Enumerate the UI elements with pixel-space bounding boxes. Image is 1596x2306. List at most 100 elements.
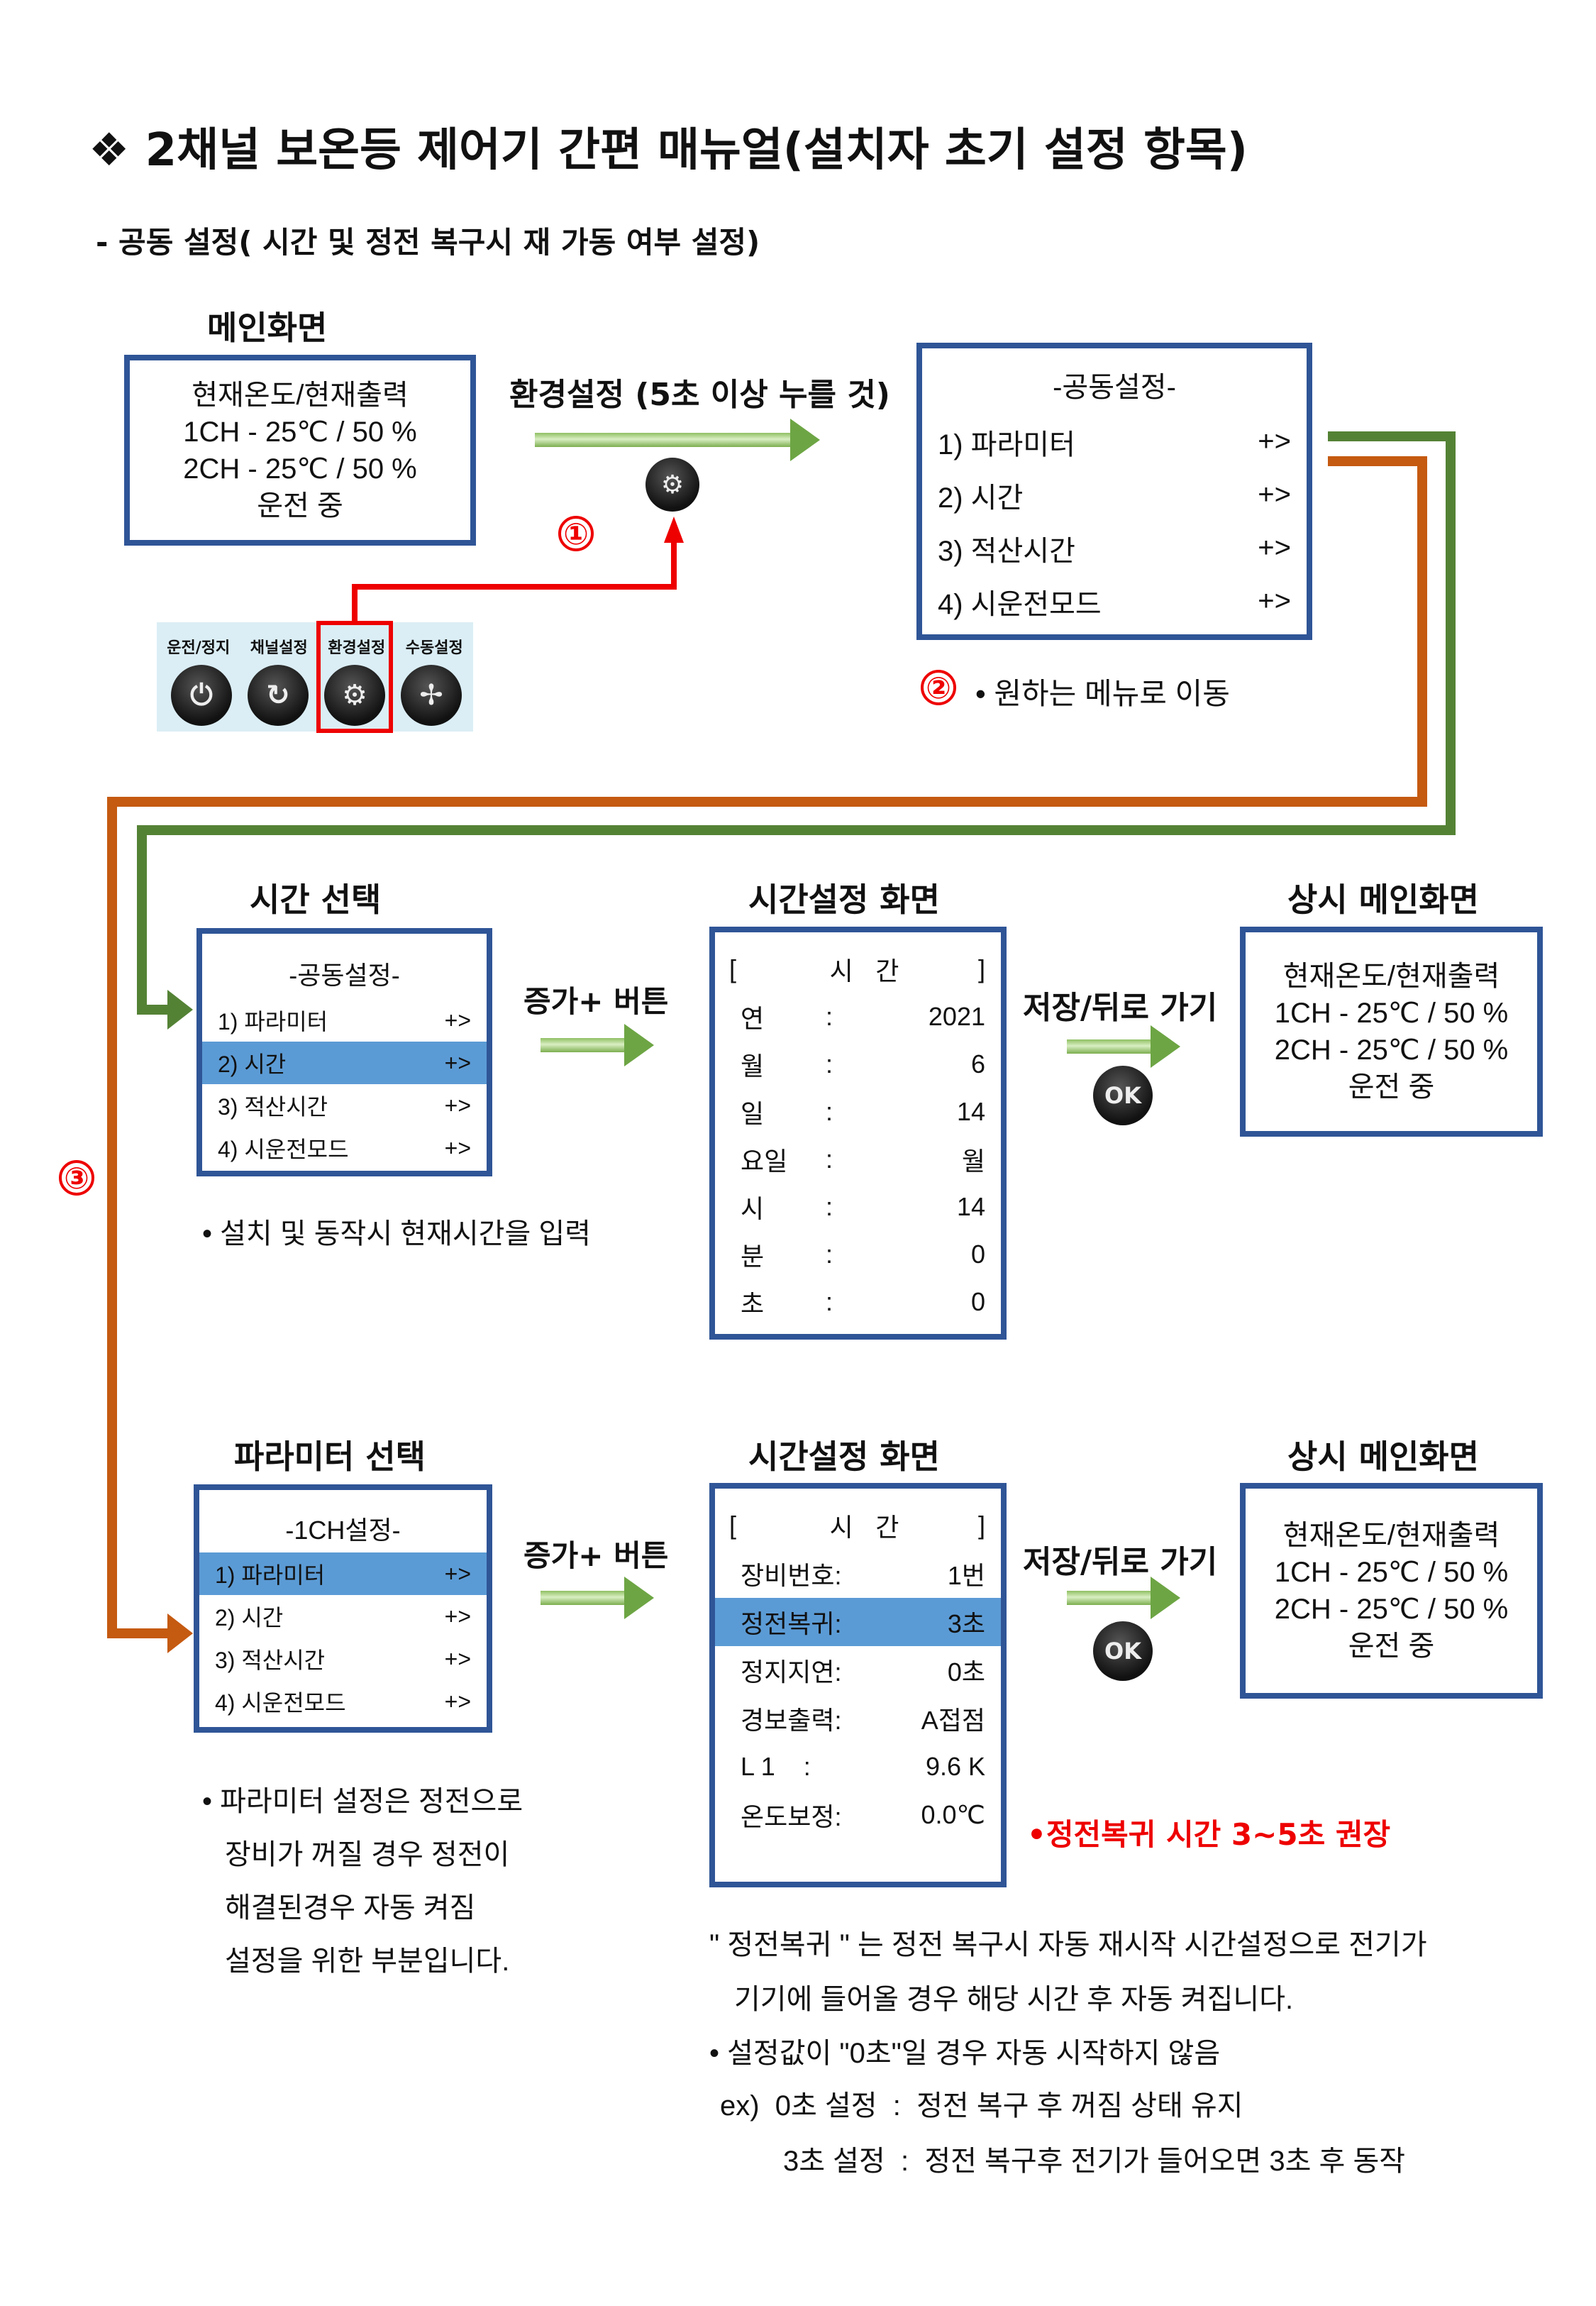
main-line: 운전 중 xyxy=(1348,1071,1435,1103)
always-main-heading-2: 상시 메인화면 xyxy=(1287,1438,1479,1476)
panel-label-run: 운전/정지 xyxy=(167,639,231,657)
row-key: 연 xyxy=(741,1003,765,1033)
gear-icon[interactable]: ⚙ xyxy=(324,665,385,726)
arrow-right-icon xyxy=(1067,1577,1180,1619)
header-char: 간 xyxy=(875,956,899,986)
menu-item[interactable]: 1) 파라미터 xyxy=(218,1009,328,1035)
menu-item-selected[interactable]: 1) 파라미터 xyxy=(215,1562,326,1588)
arrow-right-icon xyxy=(535,419,820,461)
row-value[interactable]: 0 xyxy=(970,1239,985,1269)
explain-line: " 정전복귀 " 는 정전 복구시 자동 재시작 시간설정으로 전기가 xyxy=(709,1929,1427,1960)
red-arrowhead xyxy=(664,517,684,543)
header-char: 시 xyxy=(829,1513,853,1542)
bracket: [ xyxy=(729,1511,737,1540)
time-screen-heading: 시간설정 화면 xyxy=(748,881,940,919)
menu-item[interactable]: 4) 시운전모드 xyxy=(215,1690,346,1716)
colon: : xyxy=(826,1286,833,1316)
header-char: 간 xyxy=(875,1513,899,1542)
param-note-line: • 파라미터 설정은 정전으로 xyxy=(202,1786,523,1817)
param-note-line: 설정을 위한 부분입니다. xyxy=(225,1946,510,1977)
save-back-label: 저장/뒤로 가기 xyxy=(1023,990,1218,1026)
increase-label: 증가+ 버튼 xyxy=(523,984,669,1019)
menu-item[interactable]: 1) 파라미터 xyxy=(938,429,1075,460)
menu-item[interactable]: 3) 적산시간 xyxy=(938,535,1075,567)
menu-item[interactable]: 4) 시운전모드 xyxy=(218,1137,349,1162)
menu-suffix: +> xyxy=(444,1560,471,1587)
fan-icon[interactable]: ✢ xyxy=(401,665,462,726)
colon: : xyxy=(826,1239,833,1269)
main-line: 현재온도/현재출력 xyxy=(1282,1520,1500,1551)
arrow-right-icon xyxy=(541,1024,654,1066)
explain-line: • 설정값이 "0초"일 경우 자동 시작하지 않음 xyxy=(709,2038,1221,2069)
green-connector xyxy=(137,431,1456,1015)
row-value[interactable]: 0초 xyxy=(947,1657,985,1687)
main-line: 1CH - 25℃ / 50 % xyxy=(183,416,417,448)
main-line: 운전 중 xyxy=(257,490,343,522)
main-line: 2CH - 25℃ / 50 % xyxy=(183,453,417,485)
colon: : xyxy=(826,1191,833,1221)
menu-item[interactable]: 3) 적산시간 xyxy=(215,1648,326,1673)
row-key: 정지지연: xyxy=(741,1657,842,1687)
row-value[interactable]: 14 xyxy=(956,1191,985,1221)
menu-item[interactable]: 2) 시간 xyxy=(215,1605,284,1631)
always-main-heading: 상시 메인화면 xyxy=(1287,881,1479,919)
menu-item[interactable]: 4) 시운전모드 xyxy=(938,588,1102,620)
param-select-heading: 파라미터 선택 xyxy=(234,1438,426,1476)
row-value[interactable]: 14 xyxy=(956,1096,985,1126)
time-menu-box: -공동설정- 1) 파라미터+> 2) 시간+> 3) 적산시간+> 4) 시운… xyxy=(196,928,492,1176)
menu-item[interactable]: 3) 적산시간 xyxy=(218,1094,328,1120)
orange-arrowhead xyxy=(167,1613,193,1653)
step1-label: 환경설정 (5초 이상 누를 것) xyxy=(509,377,890,413)
row-key: 분 xyxy=(741,1241,765,1271)
panel-label-manual: 수동설정 xyxy=(405,639,463,657)
ok-button-icon: OK xyxy=(1093,1621,1153,1681)
power-icon[interactable]: ⏻ xyxy=(171,665,232,726)
step1-marker: ① xyxy=(558,516,594,551)
panel-label-env: 환경설정 xyxy=(328,639,386,657)
param-note-line: 장비가 꺼질 경우 정전이 xyxy=(225,1839,510,1870)
main-line: 1CH - 25℃ / 50 % xyxy=(1274,998,1509,1029)
menu-title: -공동설정- xyxy=(289,961,400,990)
colon: : xyxy=(826,1001,833,1031)
arrow-right-icon xyxy=(541,1577,654,1619)
row-value[interactable]: 6 xyxy=(970,1049,985,1078)
row-value[interactable]: 2021 xyxy=(928,1001,985,1031)
menu-item-selected[interactable]: 2) 시간 xyxy=(218,1052,287,1077)
arrow-right-icon xyxy=(1067,1025,1180,1068)
menu-suffix: +> xyxy=(1258,585,1291,617)
menu-item[interactable]: 2) 시간 xyxy=(938,482,1024,514)
bracket: ] xyxy=(977,954,985,983)
ok-button-icon: OK xyxy=(1093,1066,1153,1125)
param-note-line: 해결된경우 자동 켜짐 xyxy=(225,1892,476,1924)
row-key: 일 xyxy=(741,1098,765,1128)
bracket: [ xyxy=(729,954,737,983)
row-value[interactable]: 1번 xyxy=(947,1561,985,1590)
menu-title: -공동설정- xyxy=(1053,372,1176,403)
save-back-label: 저장/뒤로 가기 xyxy=(1023,1544,1218,1580)
row-value[interactable]: 0 xyxy=(970,1286,985,1316)
colon: : xyxy=(826,1049,833,1078)
increase-label: 증가+ 버튼 xyxy=(523,1538,669,1573)
common-menu-box: -공동설정- 1) 파라미터+> 2) 시간+> 3) 적산시간+> 4) 시운… xyxy=(916,343,1312,640)
main-line: 1CH - 25℃ / 50 % xyxy=(1274,1557,1509,1588)
step2-text: • 원하는 메뉴로 이동 xyxy=(975,677,1230,710)
colon: : xyxy=(826,1096,833,1126)
channel-icon[interactable]: ↻ xyxy=(248,665,309,726)
time-note: • 설치 및 동작시 현재시간을 입력 xyxy=(202,1218,591,1249)
main-line: 운전 중 xyxy=(1348,1631,1435,1662)
main-line: 2CH - 25℃ / 50 % xyxy=(1274,1035,1509,1066)
row-value[interactable]: 0.0℃ xyxy=(921,1800,985,1829)
step2-marker: ② xyxy=(921,670,956,705)
row-value[interactable]: A접점 xyxy=(921,1706,985,1735)
menu-suffix: +> xyxy=(444,1603,471,1629)
step3-marker: ③ xyxy=(59,1160,94,1196)
row-value[interactable]: 9.6 K xyxy=(925,1752,985,1781)
row-value[interactable]: 월 xyxy=(961,1146,985,1176)
row-value[interactable]: 3초 xyxy=(947,1609,985,1638)
row-key: 온도보정: xyxy=(741,1802,842,1831)
row-key: 초 xyxy=(741,1289,765,1318)
menu-suffix: +> xyxy=(444,1135,471,1161)
explain-line: 기기에 들어올 경우 해당 시간 후 자동 켜집니다. xyxy=(734,1984,1294,2015)
panel-label-channel: 채널설정 xyxy=(250,639,308,657)
